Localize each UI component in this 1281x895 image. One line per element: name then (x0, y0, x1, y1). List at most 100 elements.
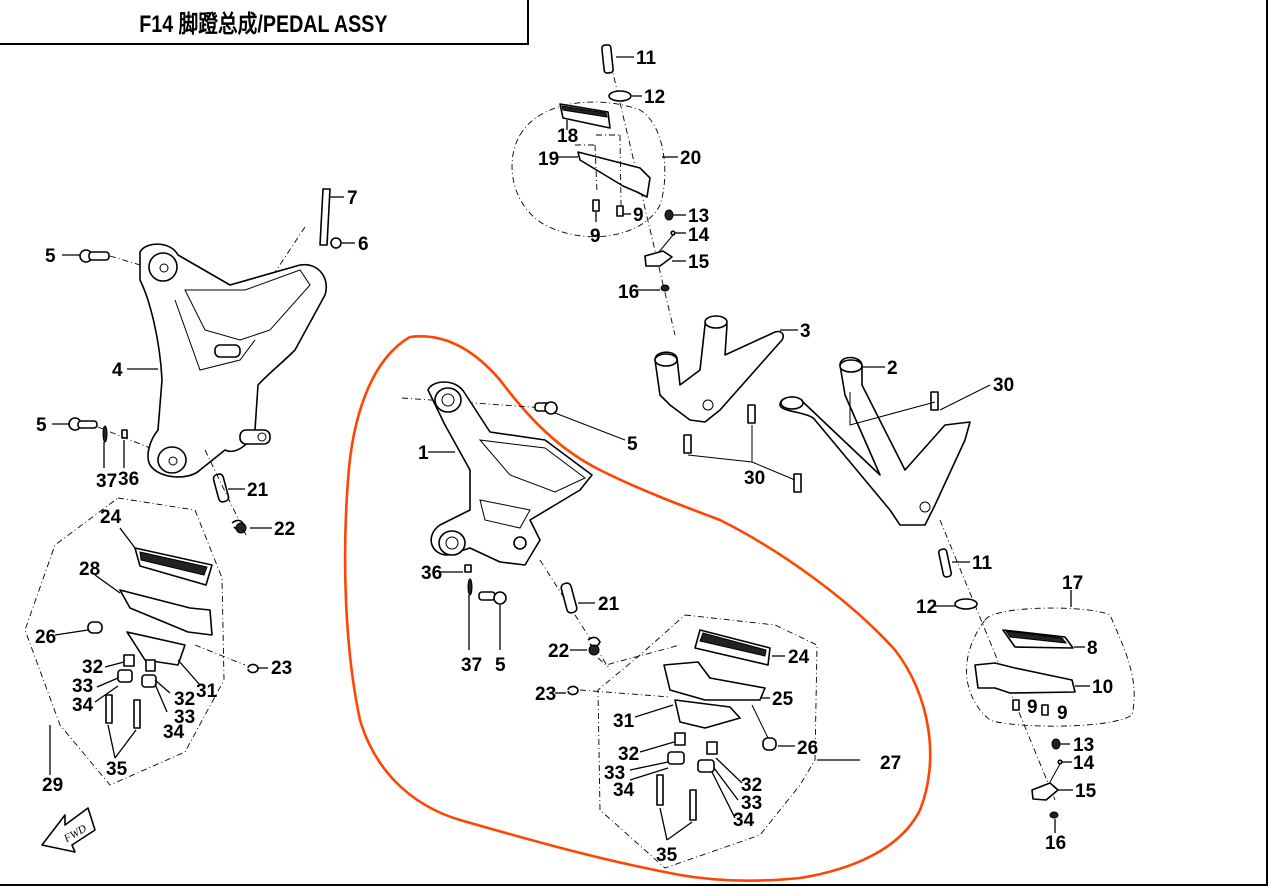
callout-label: 12 (644, 87, 665, 108)
pin-21-icon (212, 473, 230, 503)
callout-label: 34 (163, 722, 185, 743)
callout-label: 9 (633, 205, 644, 226)
rear-right-footrest-group (511, 44, 686, 336)
callout-label: 2 (887, 358, 898, 379)
pin-21-icon (560, 582, 578, 614)
callout-label: 34 (613, 780, 635, 801)
callout-label: 29 (42, 775, 63, 796)
callout-label: 33 (604, 763, 625, 784)
bolt-35-icon (105, 694, 113, 724)
callout-labels: 11 12 18 19 20 9 9 13 14 15 16 7 6 5 4 5… (35, 48, 1113, 866)
callout-label: 5 (627, 434, 638, 455)
callout-label: 33 (741, 793, 762, 814)
callout-label: 31 (196, 681, 218, 702)
callout-label: 30 (993, 375, 1014, 396)
callout-label: 6 (358, 234, 369, 255)
bracket-2-icon (779, 356, 971, 526)
callout-label: 16 (1045, 833, 1066, 854)
footrest-19-icon (577, 151, 651, 198)
callout-label: 23 (271, 658, 292, 679)
callout-label: 4 (112, 360, 123, 381)
drawing-frame (0, 0, 1268, 886)
callout-label: 11 (972, 553, 993, 574)
washer-12-icon (954, 598, 978, 610)
clip-23-icon (247, 663, 259, 674)
callout-label: 27 (880, 753, 901, 774)
callout-label: 28 (79, 559, 100, 580)
pin-11-icon (937, 548, 953, 578)
sleeve-32-icon (123, 654, 135, 667)
callout-label: 22 (548, 641, 569, 662)
callout-label: 35 (106, 759, 128, 780)
callout-label: 25 (772, 689, 794, 710)
callout-label: 32 (174, 689, 195, 710)
page-title: F14 脚蹬总成/PEDAL ASSY (139, 11, 388, 38)
right-footrest-assembly-29 (24, 497, 268, 786)
callout-label: 17 (1062, 573, 1083, 594)
nut-6-icon (330, 237, 342, 249)
brackets-2-3-group (654, 315, 991, 526)
bolt-9-icon (1012, 699, 1020, 711)
callout-label: 36 (421, 563, 442, 584)
bushing-36-icon (464, 564, 472, 573)
callout-label: 9 (1057, 703, 1068, 724)
callout-label: 35 (656, 845, 678, 866)
clip-16-icon (1049, 811, 1059, 819)
spring-33-icon (117, 669, 133, 683)
callout-label: 13 (1073, 735, 1094, 756)
callout-label: 5 (36, 415, 47, 436)
right-bracket-group (52, 188, 355, 536)
callout-label: 34 (72, 695, 94, 716)
clip-23-icon (567, 685, 579, 696)
bolt-5-icon (77, 420, 98, 429)
callout-label: 5 (495, 655, 506, 676)
callout-label: 19 (538, 149, 559, 170)
rear-left-footrest-group (935, 519, 1135, 833)
callout-label: 21 (247, 480, 269, 501)
bolt-5-icon (544, 401, 558, 415)
callout-label: 24 (100, 507, 122, 528)
title-block: F14 脚蹬总成/PEDAL ASSY (0, 0, 529, 45)
callout-label: 22 (274, 519, 295, 540)
callout-label: 3 (800, 321, 811, 342)
pin-11-icon (601, 44, 614, 74)
callout-label: 32 (82, 657, 103, 678)
callout-label: 16 (618, 282, 639, 303)
bolt-9-icon (616, 205, 624, 217)
stopper-26-icon (87, 621, 103, 634)
screw-13-icon (1051, 738, 1061, 750)
callout-label: 14 (1073, 753, 1095, 774)
bolt-5-icon (493, 591, 507, 605)
bolt-35-icon (656, 774, 664, 806)
highlight-outline (343, 335, 932, 882)
bolt-5-icon (88, 251, 110, 261)
callout-label: 15 (688, 252, 710, 273)
bracket-4-icon (139, 243, 327, 478)
washer-37-icon (102, 425, 108, 443)
bolt-30-icon (683, 434, 692, 454)
callout-label: 26 (35, 627, 56, 648)
callout-label: 37 (461, 655, 482, 676)
cover-31-icon (674, 699, 741, 729)
callout-label: 9 (1027, 697, 1038, 718)
callout-label: 14 (688, 225, 710, 246)
callout-label: 13 (688, 206, 709, 227)
callout-label: 23 (535, 684, 556, 705)
callout-label: 24 (788, 647, 810, 668)
callout-label: 18 (557, 126, 578, 147)
callout-label: 37 (96, 471, 117, 492)
washer-12-icon (608, 90, 632, 102)
callout-label: 26 (797, 738, 818, 759)
callout-label: 9 (590, 226, 601, 247)
callout-label: 8 (1087, 638, 1098, 659)
left-footrest-assembly-27 (555, 614, 860, 869)
callout-label: 36 (118, 469, 139, 490)
footrest-10-icon (974, 662, 1076, 694)
bracket-1-icon (427, 381, 593, 566)
callout-label: 31 (613, 711, 635, 732)
callout-label: 30 (744, 468, 765, 489)
washer-37-icon (467, 578, 473, 596)
callout-label: 11 (636, 48, 657, 69)
callout-label: 1 (418, 443, 429, 464)
spring-33-icon (667, 751, 685, 765)
